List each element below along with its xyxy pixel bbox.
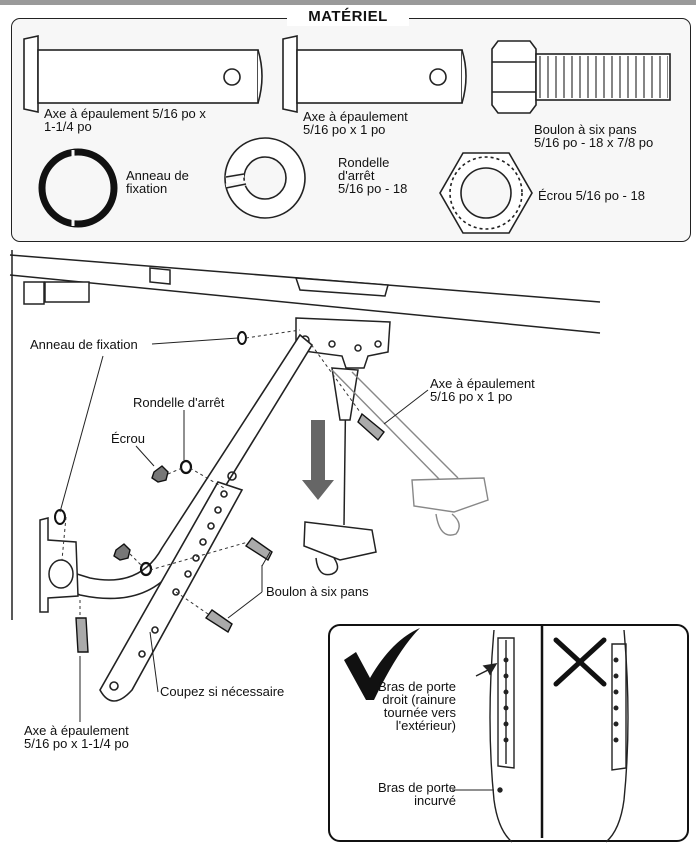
hardware-title: MATÉRIEL	[287, 8, 409, 26]
nut-callout: Écrou	[111, 431, 145, 446]
ring-fastener-callout: Anneau de fixation	[30, 337, 138, 352]
lock-washer-label: Rondelle d'arrêt 5/16 po - 18	[338, 155, 408, 196]
shoulder-pin-long-label: Axe à épaulement 5/16 po x 1-1/4 po	[44, 106, 206, 134]
leader-lines	[59, 337, 429, 722]
pull-down-arrow	[302, 420, 334, 500]
checkmark-icon	[344, 628, 420, 700]
cut-if-needed-callout: Coupez si nécessaire	[160, 684, 285, 699]
shoulder-pin-short-icon	[282, 35, 467, 113]
nut-icon	[439, 152, 533, 234]
curved-arm-label: Bras de porte incurvé	[377, 780, 456, 808]
alignment-lines	[61, 329, 361, 616]
release-handle-ghost	[331, 369, 489, 536]
hex-bolt-callout: Boulon à six pans	[266, 584, 369, 599]
shoulder-pin-short-label: Axe à épaulement 5/16 po x 1 po	[303, 109, 408, 137]
hex-bolt-label: Boulon à six pans 5/16 po - 18 x 7/8 po	[534, 122, 654, 150]
hex-bolt-icon	[491, 40, 671, 114]
release-handle	[303, 367, 377, 576]
shoulder-pin-long-callout: Axe à épaulement 5/16 po x 1-1/4 po	[24, 723, 129, 751]
correct-arm-detail	[475, 629, 515, 843]
straight-arm-label: Bras de porte droit (rainure tournée ver…	[377, 679, 456, 733]
nut-label: Écrou 5/16 po - 18	[538, 188, 645, 203]
cross-icon	[553, 637, 607, 687]
ring-fastener-label: Anneau de fixation	[126, 168, 189, 196]
wrong-arm-detail	[605, 629, 629, 843]
lock-washer-callout: Rondelle d'arrêt	[133, 395, 225, 410]
lock-washer-icon	[224, 137, 306, 219]
top-border	[0, 0, 696, 5]
straight-door-arm	[99, 471, 244, 702]
ring-fastener-icon	[38, 148, 118, 228]
shoulder-pin-long-icon	[23, 35, 263, 113]
door-bracket	[39, 517, 79, 613]
assembly-fasteners	[54, 331, 385, 653]
trolley-bracket	[295, 317, 391, 369]
shoulder-pin-short-callout: Axe à épaulement 5/16 po x 1 po	[430, 376, 535, 404]
opener-rail	[9, 250, 601, 620]
